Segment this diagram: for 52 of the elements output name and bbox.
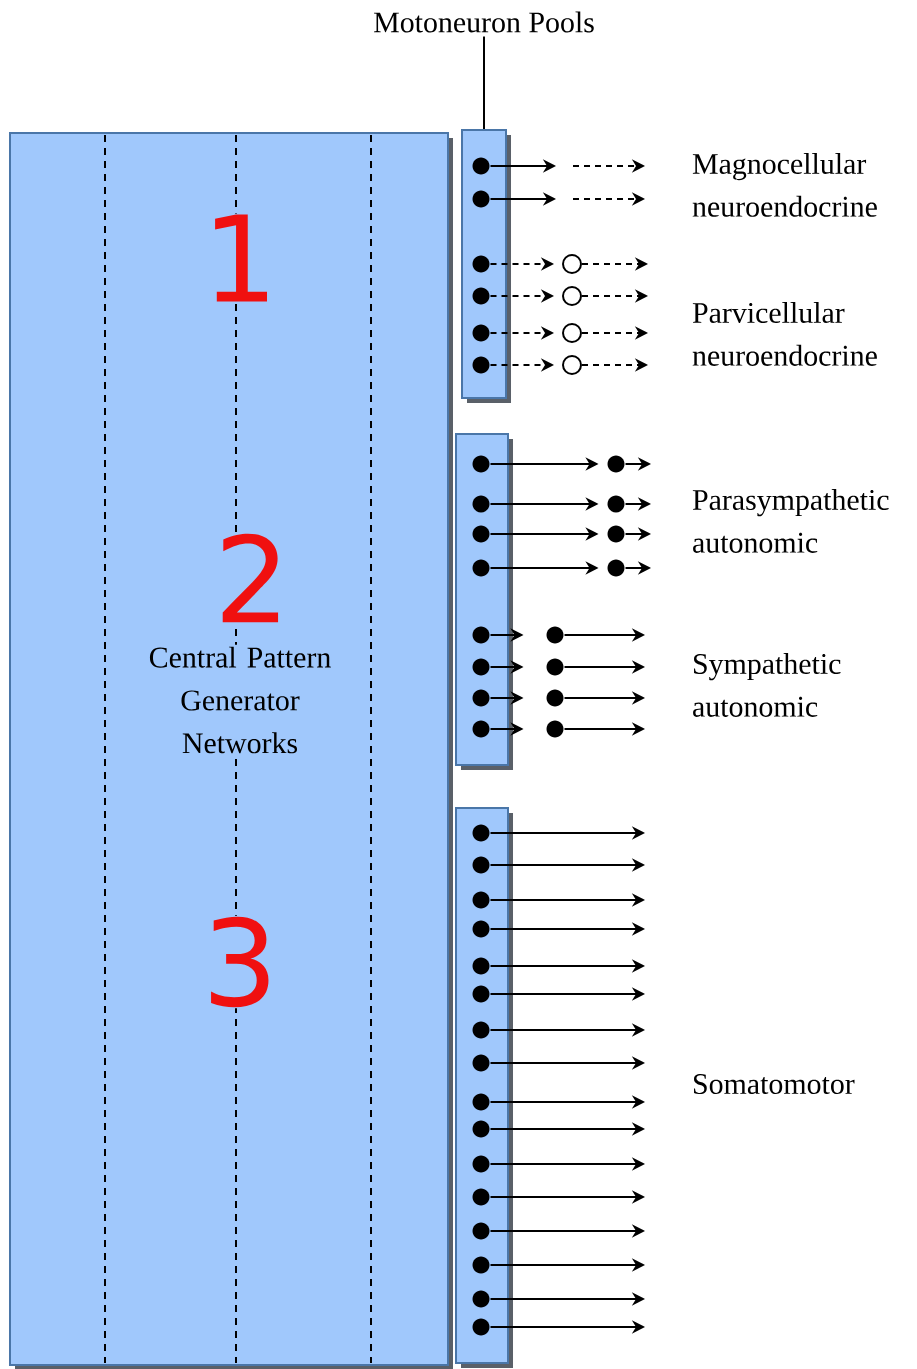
handwritten-number: 3: [200, 915, 280, 1009]
neuron-dot: [472, 255, 490, 273]
neuron-dot: [472, 985, 490, 1003]
neuron-dot: [472, 626, 490, 644]
neuron-dot: [472, 190, 490, 208]
neuron-dot: [472, 455, 490, 473]
neuron-dot: [472, 1256, 490, 1274]
neuron-dot: [472, 1222, 490, 1240]
neuron-dot: [472, 720, 490, 738]
neuron-dot: [472, 920, 490, 938]
neuron-dot: [607, 455, 625, 473]
neuron-dot: [607, 495, 625, 513]
neuron-dot: [472, 1054, 490, 1072]
leader-line: [483, 35, 485, 130]
category-label: Parvicellular neuroendocrine: [692, 302, 877, 366]
category-label: Sympathetic autonomic: [693, 653, 841, 717]
handwritten-number: 2: [212, 532, 292, 624]
neuron-dot: [472, 495, 490, 513]
neuron-dot: [472, 324, 490, 342]
neuron-dot: [607, 559, 625, 577]
neuron-circle: [562, 323, 582, 343]
neuron-dot: [472, 1120, 490, 1138]
neuron-dot: [472, 856, 490, 874]
neuron-dot: [472, 1021, 490, 1039]
neuron-dot: [472, 1318, 490, 1336]
neuron-dot: [472, 824, 490, 842]
neuron-dot: [546, 720, 564, 738]
neuron-dot: [472, 356, 490, 374]
neuron-circle: [562, 355, 582, 375]
neuron-dot: [472, 525, 490, 543]
neuron-dot: [607, 525, 625, 543]
neuron-dot: [472, 1093, 490, 1111]
neuron-dot: [472, 957, 490, 975]
neuron-dot: [472, 559, 490, 577]
category-label: Parasympathetic autonomic: [692, 489, 889, 553]
category-label: Somatomotor: [694, 1074, 855, 1095]
neuron-circle: [562, 254, 582, 274]
pool-label: Motoneuron Pools: [374, 11, 594, 33]
neuron-dot: [472, 891, 490, 909]
neuron-dot: [472, 157, 490, 175]
category-label: Magnocellular neuroendocrine: [692, 153, 877, 217]
handwritten-number: 1: [200, 213, 280, 303]
neuron-circle: [562, 286, 582, 306]
neuron-dot: [472, 1155, 490, 1173]
neuron-dot: [546, 689, 564, 707]
neuron-dot: [546, 658, 564, 676]
neuron-dot: [546, 626, 564, 644]
neuron-dot: [472, 689, 490, 707]
neuron-dot: [472, 287, 490, 305]
neuron-dot: [472, 1188, 490, 1206]
neuron-dot: [472, 658, 490, 676]
neuron-dot: [472, 1290, 490, 1308]
